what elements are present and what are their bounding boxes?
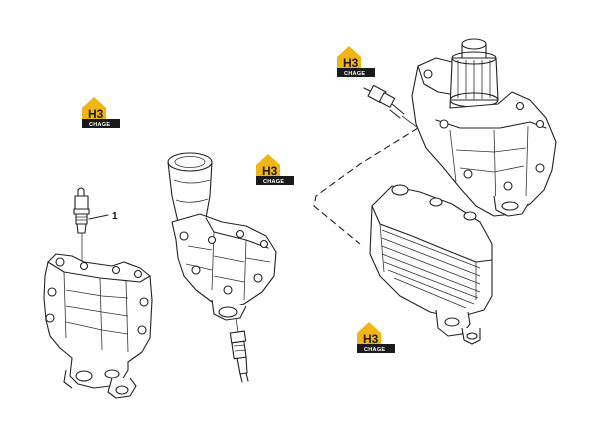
brand-logo-1: H3 CHAGE: [82, 97, 120, 128]
sensor-part-1: [73, 187, 90, 234]
callout-1: 1: [88, 211, 118, 222]
svg-text:1: 1: [112, 211, 118, 222]
svg-text:CHAGE: CHAGE: [364, 347, 385, 353]
svg-text:CHAGE: CHAGE: [89, 122, 110, 128]
assembly-line: [313, 127, 419, 245]
brand-logo-4: H3 CHAGE: [357, 322, 395, 353]
svg-text:H3: H3: [363, 332, 379, 346]
oil-cooler-housing-left: [43, 233, 153, 399]
svg-text:H3: H3: [88, 107, 104, 121]
brand-logo-2: H3 CHAGE: [256, 154, 294, 185]
oil-filter-housing-right: [411, 38, 557, 217]
thermostat-housing-center: [167, 152, 277, 321]
svg-text:H3: H3: [262, 164, 278, 178]
oil-cooler-core-right: [369, 184, 493, 345]
svg-text:H3: H3: [343, 56, 359, 70]
sensor-part-right: [363, 84, 419, 129]
svg-text:CHAGE: CHAGE: [263, 179, 284, 185]
sensor-part-center: [229, 317, 249, 383]
brand-logo-3: H3 CHAGE: [337, 46, 375, 77]
svg-text:CHAGE: CHAGE: [344, 71, 365, 77]
